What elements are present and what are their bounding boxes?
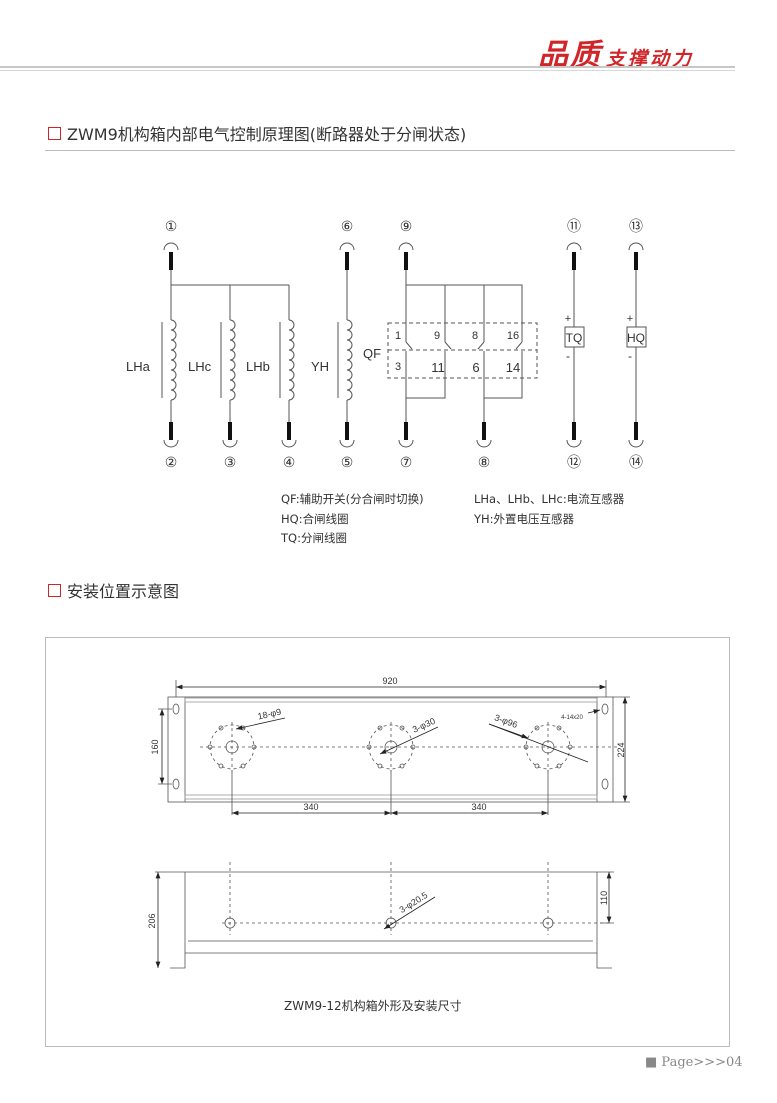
terminal-9: ⑨ [400, 218, 413, 234]
section-title-text: 安装位置示意图 [67, 582, 180, 601]
hq-label: HQ [627, 331, 645, 345]
terminal-12: ⑫ [567, 454, 581, 470]
qf-contact-16: 16 [507, 330, 519, 342]
dim-side-hole-height: 110 [599, 891, 609, 905]
tq-plus: + [565, 313, 571, 325]
qf-contact-3: 3 [395, 361, 401, 373]
hq-minus: - [628, 349, 632, 363]
dim-right-height: 224 [616, 742, 626, 757]
note-hq: HQ:合闸线圈 [281, 512, 349, 526]
terminal-13: ⑬ [629, 218, 643, 234]
brand-slogan-sub: 支撑动力 [606, 48, 695, 70]
hole-label-30: 3-φ30 [411, 716, 437, 735]
terminal-3: ③ [224, 454, 237, 470]
qf-contact-9: 9 [434, 330, 440, 342]
label-lha: LHa [126, 359, 151, 374]
qf-contact-6: 6 [472, 360, 479, 375]
note-tq: TQ:分闸线圈 [281, 531, 347, 545]
section-divider [45, 150, 735, 151]
page-number: ■ Page>>>04 [645, 1055, 743, 1070]
note-lh: LHa、LHb、LHc:电流互感器 [474, 492, 625, 506]
side-hole-label: 3-φ20.5 [397, 890, 429, 915]
drawing-frame [45, 637, 730, 1047]
qf-contact-1: 1 [395, 330, 401, 342]
header-divider-thin [0, 70, 735, 71]
square-bullet-icon [48, 583, 61, 597]
terminal-2: ② [165, 454, 178, 470]
square-bullet-icon [48, 126, 61, 140]
terminal-8: ⑧ [478, 454, 491, 470]
label-lhb: LHb [246, 359, 270, 374]
terminal-1: ① [165, 218, 178, 234]
terminal-7: ⑦ [400, 454, 413, 470]
qf-contact-11: 11 [431, 360, 445, 375]
hole-label-slot: 4-14x20 [561, 715, 583, 721]
dim-spacing-right: 340 [471, 802, 486, 812]
drawing-caption: ZWM9-12机构箱外形及安装尺寸 [284, 999, 462, 1013]
section-title-circuit: ZWM9机构箱内部电气控制原理图(断路器处于分闸状态) [48, 121, 466, 145]
qf-contact-8: 8 [472, 330, 478, 342]
section-title-install: 安装位置示意图 [48, 578, 179, 602]
dim-side-height: 206 [147, 913, 157, 928]
tq-label: TQ [566, 331, 583, 345]
dim-spacing-left: 340 [303, 802, 318, 812]
label-yh: YH [311, 359, 329, 374]
header-divider [0, 66, 735, 68]
note-qf: QF:辅助开关(分合闸时切换) [281, 492, 424, 506]
label-qf: QF [363, 346, 381, 361]
qf-contact-14: 14 [506, 360, 520, 375]
section-title-text: ZWM9机构箱内部电气控制原理图(断路器处于分闸状态) [67, 125, 467, 144]
terminal-11: ⑪ [567, 218, 581, 234]
label-lhc: LHc [188, 359, 212, 374]
hole-label-9: 18-φ9 [257, 707, 282, 722]
circuit-diagram: ① ⑥ ⑨ ⑪ ⑬ ② ③ ④ ⑤ ⑦ ⑧ ⑫ ⑭ LHa LHc LHb YH… [126, 218, 647, 470]
tq-minus: - [566, 349, 570, 363]
terminal-4: ④ [283, 454, 296, 470]
terminal-bars [169, 252, 638, 440]
terminal-14: ⑭ [629, 454, 643, 470]
hq-plus: + [627, 313, 633, 325]
dim-width: 920 [382, 676, 397, 686]
dim-left-height: 160 [150, 739, 160, 754]
note-yh: YH:外置电压互感器 [474, 512, 575, 526]
terminal-6: ⑥ [341, 218, 354, 234]
terminal-5: ⑤ [341, 454, 354, 470]
